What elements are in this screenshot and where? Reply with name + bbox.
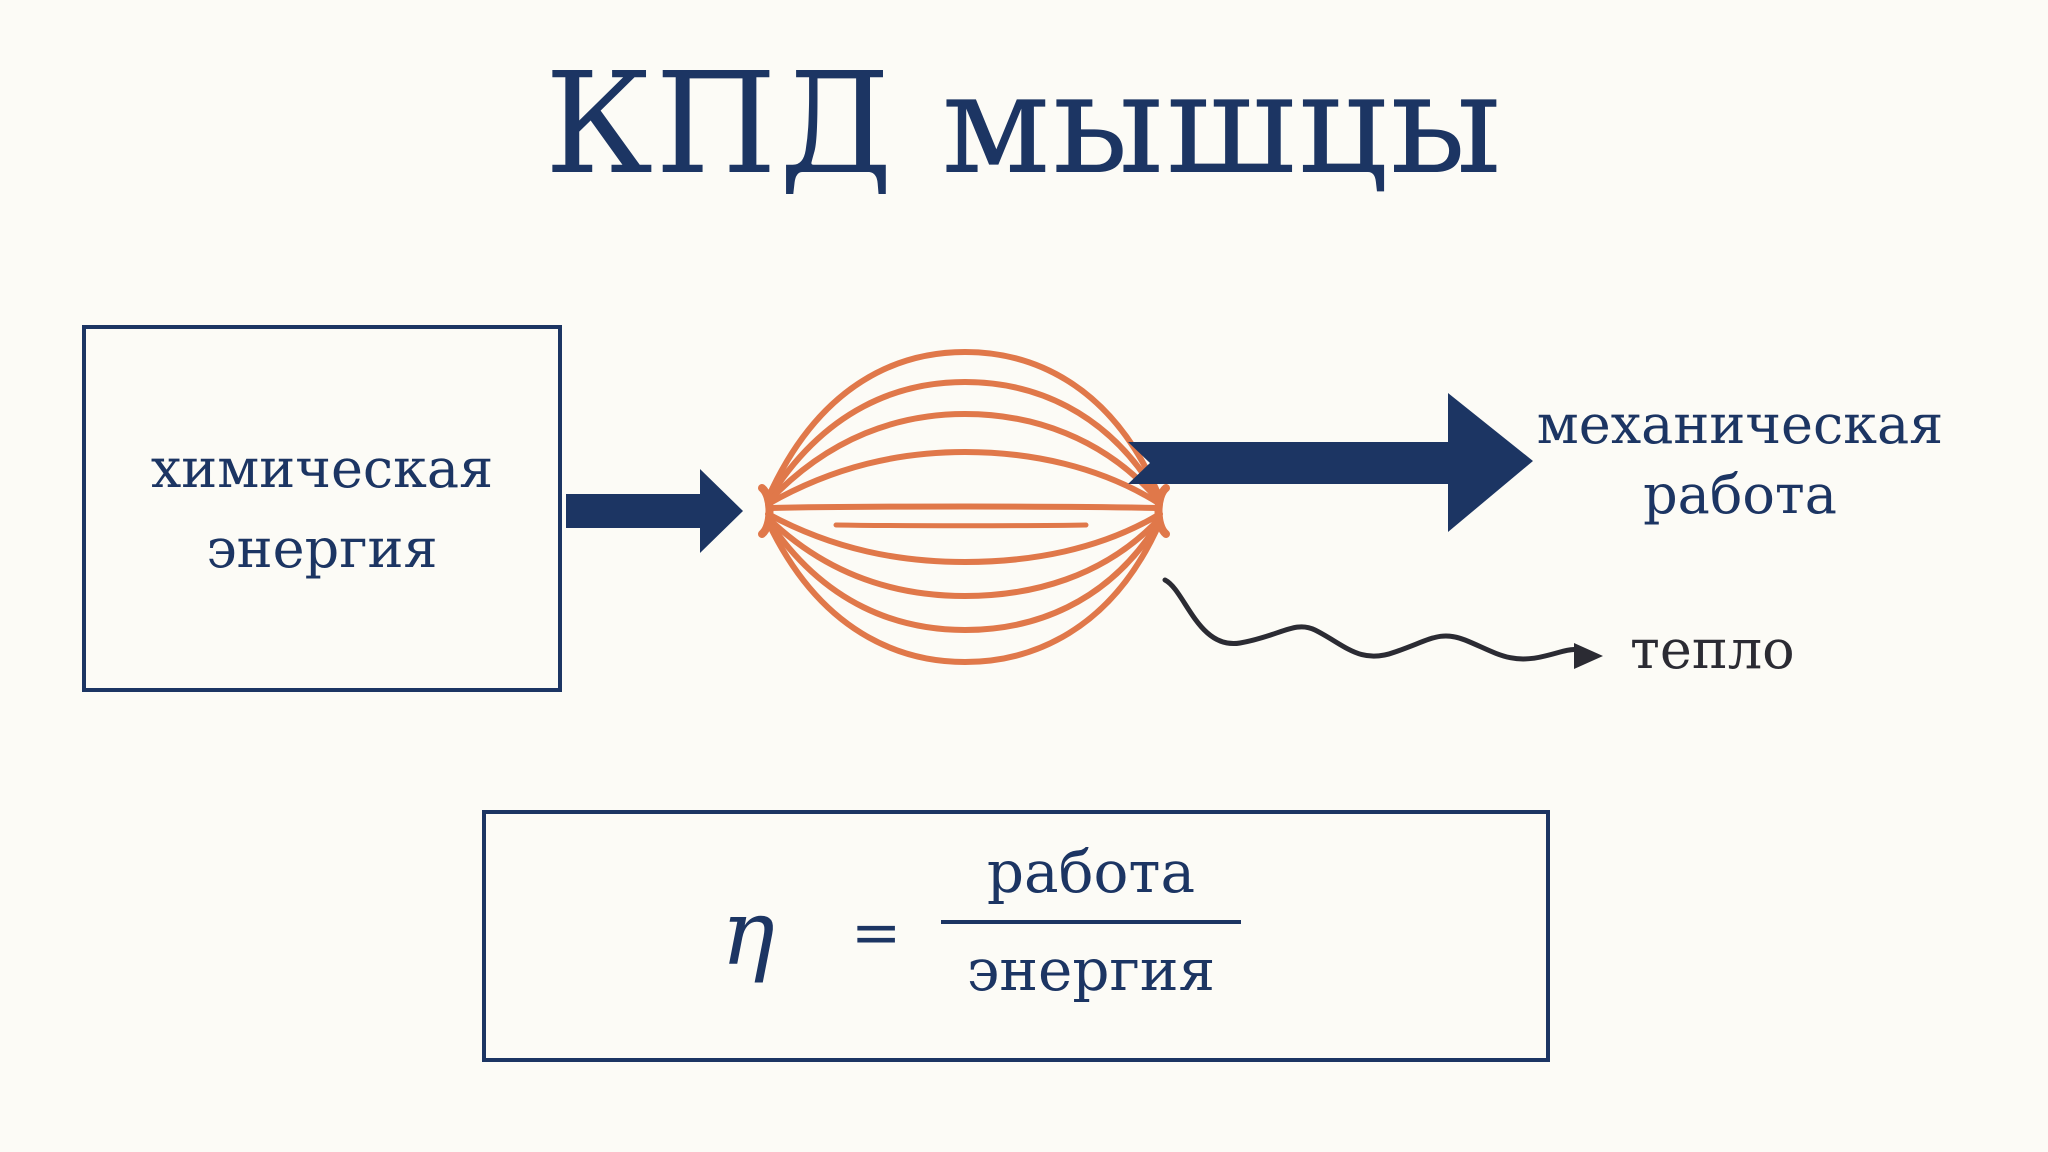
efficiency-fraction: работа энергия [941, 832, 1241, 1010]
heat-label: тепло [1630, 618, 1795, 681]
chemical-energy-box: химическая энергия [82, 325, 562, 692]
mechanical-work-label-line2: работа [1643, 463, 1837, 526]
chemical-energy-label-line2: энергия [206, 516, 438, 580]
chemical-energy-label-line1: химическая [150, 436, 494, 500]
output-arrow [1128, 393, 1533, 532]
equals-sign: = [851, 898, 902, 968]
efficiency-formula-box: η = работа энергия [482, 810, 1550, 1062]
diagram-title: КПД мышцы [544, 43, 1504, 206]
mechanical-work-label: механическая работа [1520, 390, 1960, 530]
fraction-numerator: работа [986, 838, 1196, 906]
heat-icon [1162, 577, 1603, 669]
fraction-denominator: энергия [966, 936, 1216, 1004]
fraction-bar [941, 920, 1241, 924]
efficiency-symbol: η [721, 881, 775, 986]
input-arrow [566, 469, 743, 553]
muscle-icon [758, 348, 1170, 666]
mechanical-work-label-line1: механическая [1536, 393, 1944, 456]
